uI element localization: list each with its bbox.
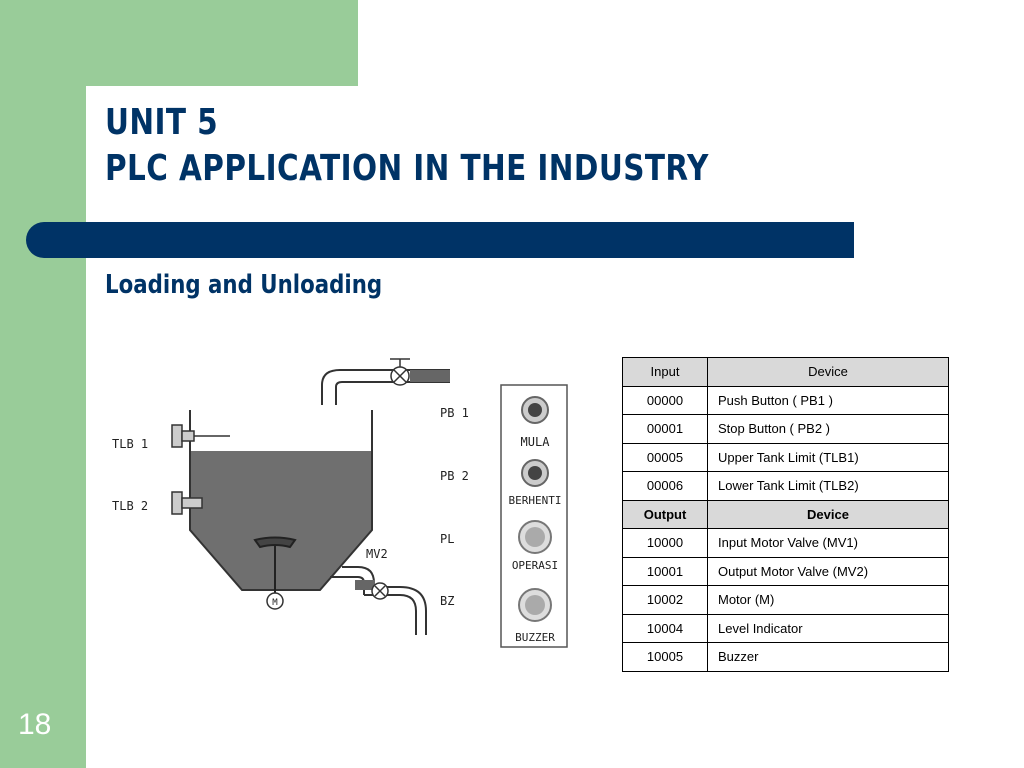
- table-row: 10004 Level Indicator: [622, 613, 949, 643]
- slide-title: UNIT 5 PLC APPLICATION IN THE INDUSTRY: [105, 100, 709, 192]
- device-cell: Stop Button ( PB2 ): [707, 414, 949, 444]
- device-cell: Output Motor Valve (MV2): [707, 556, 949, 586]
- address-cell: 10004: [622, 613, 708, 643]
- input-header-row: Input Device: [622, 357, 949, 387]
- table-row: 10000 Input Motor Valve (MV1): [622, 528, 949, 558]
- device-cell: Push Button ( PB1 ): [707, 385, 949, 415]
- table-row: 10001 Output Motor Valve (MV2): [622, 556, 949, 586]
- outlet-pipe-fill: [355, 580, 375, 590]
- table-row: 00000 Push Button ( PB1 ): [622, 385, 949, 415]
- tlb2-sensor-icon: [171, 491, 203, 515]
- table-row: 00006 Lower Tank Limit (TLB2): [622, 471, 949, 501]
- page-number: 18: [18, 708, 52, 741]
- label-pb2: PB 2: [440, 469, 469, 483]
- address-cell: 00000: [622, 385, 708, 415]
- left-green-band: [0, 0, 86, 768]
- title-line-1: UNIT 5: [105, 102, 219, 143]
- title-underline-bar: [26, 222, 854, 258]
- label-bz: BZ: [440, 594, 454, 608]
- table-row: 10002 Motor (M): [622, 585, 949, 615]
- label-mula: MULA: [521, 435, 551, 449]
- label-motor: M: [272, 598, 278, 608]
- output-header: Output: [622, 499, 708, 529]
- label-berhenti: BERHENTI: [509, 494, 562, 507]
- table-row: 10005 Buzzer: [622, 642, 949, 672]
- content-corner: [86, 86, 206, 206]
- device-cell: Level Indicator: [707, 613, 949, 643]
- top-green-band: [0, 0, 358, 86]
- device-cell: Motor (M): [707, 585, 949, 615]
- label-tlb1: TLB 1: [112, 437, 148, 451]
- label-operasi: OPERASI: [512, 559, 558, 572]
- input-header: Input: [622, 357, 708, 387]
- device-header: Device: [707, 499, 949, 529]
- control-panel: MULA BERHENTI OPERASI BUZZER: [500, 384, 568, 648]
- label-pb1: PB 1: [440, 406, 469, 420]
- slide-subtitle: Loading and Unloading: [105, 270, 383, 300]
- table-row: 00001 Stop Button ( PB2 ): [622, 414, 949, 444]
- device-cell: Buzzer: [707, 642, 949, 672]
- tlb1-sensor-icon: [171, 424, 230, 448]
- outlet-pipe: [330, 566, 427, 635]
- label-mv2: MV2: [366, 547, 388, 561]
- motor-icon: M: [266, 592, 284, 610]
- table-row: 00005 Upper Tank Limit (TLB1): [622, 442, 949, 472]
- address-cell: 00005: [622, 442, 708, 472]
- mv1-valve-icon: [390, 358, 410, 386]
- mv2-valve-icon: [371, 582, 389, 600]
- tank-diagram: TLB 1 TLB 2 M MV2 PB 1 PB 2 PL BZ MULA B…: [112, 358, 568, 648]
- address-cell: 10005: [622, 642, 708, 672]
- device-cell: Input Motor Valve (MV1): [707, 528, 949, 558]
- io-assignment-table: Input Device 00000 Push Button ( PB1 ) 0…: [622, 357, 949, 672]
- label-tlb2: TLB 2: [112, 499, 148, 513]
- inlet-pipe-fill: [410, 370, 450, 382]
- address-cell: 10001: [622, 556, 708, 586]
- output-header-row: Output Device: [622, 499, 949, 529]
- label-pl: PL: [440, 532, 454, 546]
- address-cell: 10002: [622, 585, 708, 615]
- tank: [189, 410, 373, 591]
- inlet-pipe: [321, 369, 450, 405]
- device-cell: Upper Tank Limit (TLB1): [707, 442, 949, 472]
- agitator-icon: [253, 536, 297, 593]
- device-header: Device: [707, 357, 949, 387]
- title-line-2: PLC APPLICATION IN THE INDUSTRY: [105, 148, 709, 189]
- address-cell: 10000: [622, 528, 708, 558]
- label-buzzer: BUZZER: [515, 631, 555, 644]
- device-cell: Lower Tank Limit (TLB2): [707, 471, 949, 501]
- address-cell: 00006: [622, 471, 708, 501]
- address-cell: 00001: [622, 414, 708, 444]
